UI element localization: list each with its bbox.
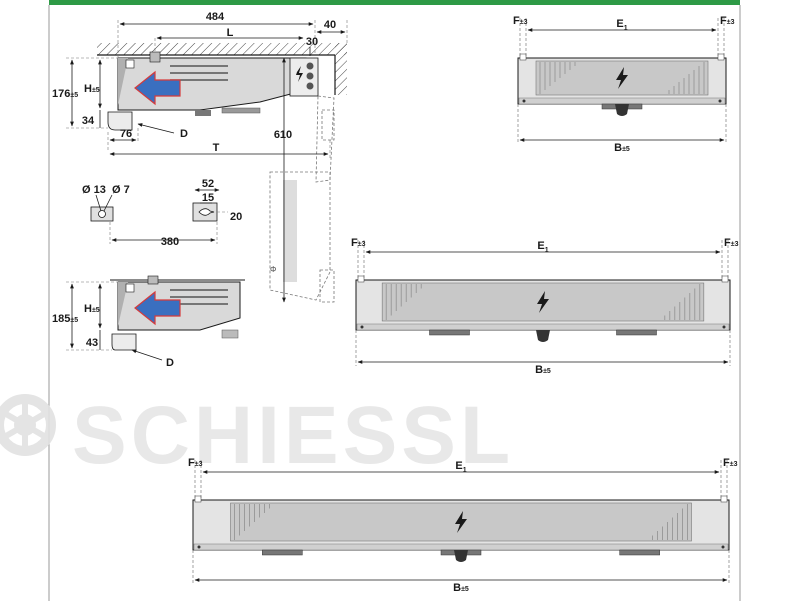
dim-H-label: H±5 bbox=[84, 83, 100, 95]
dim-L-label: L bbox=[227, 27, 234, 39]
dim-380-label: 380 bbox=[161, 236, 179, 248]
dim-B-label: B±5 bbox=[453, 582, 469, 594]
watermark: SCHIESSL bbox=[0, 390, 514, 481]
dim-T-label: T bbox=[213, 142, 220, 154]
side-view-top: Φ 484 40 L 30 176±5 H±5 bbox=[52, 11, 348, 303]
drain-outlet bbox=[536, 330, 550, 342]
dim-13-label: Ø 13 bbox=[82, 184, 106, 196]
lightning-icon bbox=[455, 511, 467, 533]
dim-43-label: 43 bbox=[86, 337, 98, 349]
brand-color-bar bbox=[49, 0, 740, 5]
fan-grille bbox=[262, 549, 303, 556]
dim-F-right-label: F±3 bbox=[720, 15, 735, 27]
label-D-bottom: D bbox=[166, 357, 174, 369]
side-view-bottom: 185±5 H±5 43 D bbox=[52, 275, 245, 369]
airflow-arrow bbox=[134, 70, 181, 106]
label-D-top: D bbox=[180, 128, 188, 140]
door-swing-outline bbox=[269, 171, 331, 301]
dim-15-label: 15 bbox=[202, 192, 214, 204]
dim-F-right-label: F±3 bbox=[723, 457, 738, 469]
dim-E-label: E1 bbox=[455, 460, 466, 474]
dim-F-left-label: F±3 bbox=[513, 15, 528, 27]
drain-nozzle bbox=[107, 111, 133, 131]
drain-nozzle-bottom bbox=[111, 333, 137, 351]
dim-176-label: 176±5 bbox=[52, 88, 78, 100]
airflow-arrow-bottom bbox=[134, 290, 181, 326]
dim-F-left-label: F±3 bbox=[188, 457, 203, 469]
drain-outlet bbox=[454, 550, 468, 562]
snowflake-logo bbox=[0, 394, 56, 456]
front-view-medium: E1 F±3 F±3B±5 bbox=[351, 237, 739, 376]
fan-grille bbox=[619, 549, 660, 556]
fan-grille bbox=[616, 329, 657, 336]
drain-outlet bbox=[615, 104, 629, 116]
front-view-large: E1 F±3 F±3B±5 bbox=[188, 457, 738, 594]
dim-E-label: E1 bbox=[537, 240, 548, 254]
dim-F-right-label: F±3 bbox=[724, 237, 739, 249]
dim-30-label: 30 bbox=[306, 36, 318, 48]
dim-40-label: 40 bbox=[324, 19, 336, 31]
dim-B-label: B±5 bbox=[614, 142, 630, 154]
lightning-icon bbox=[616, 67, 628, 89]
fan-grille bbox=[429, 329, 470, 336]
dim-484-label: 484 bbox=[206, 11, 225, 23]
front-view-small: E1 F±3 F±3B±5 bbox=[513, 15, 735, 154]
dim-B-label: B±5 bbox=[535, 364, 551, 376]
control-panel bbox=[289, 57, 319, 97]
wall-hatch bbox=[335, 43, 347, 95]
dim-610-label: 610 bbox=[274, 129, 292, 141]
dim-52-label: 52 bbox=[202, 178, 214, 190]
svg-text:Φ: Φ bbox=[270, 265, 276, 274]
dim-20-label: 20 bbox=[230, 211, 242, 223]
dim-185-label: 185±5 bbox=[52, 313, 78, 325]
dim-E-label: E1 bbox=[616, 18, 627, 32]
bracket-detail: Ø 13 Ø 7 52 15 20 380 bbox=[82, 178, 242, 248]
dim-H-bottom-label: H±5 bbox=[84, 303, 100, 315]
watermark-text: SCHIESSL bbox=[72, 390, 514, 481]
dim-34-label: 34 bbox=[82, 115, 95, 127]
dim-76-label: 76 bbox=[120, 128, 132, 140]
dim-F-left-label: F±3 bbox=[351, 237, 366, 249]
dim-7-label: Ø 7 bbox=[112, 184, 130, 196]
lightning-icon bbox=[537, 291, 549, 313]
